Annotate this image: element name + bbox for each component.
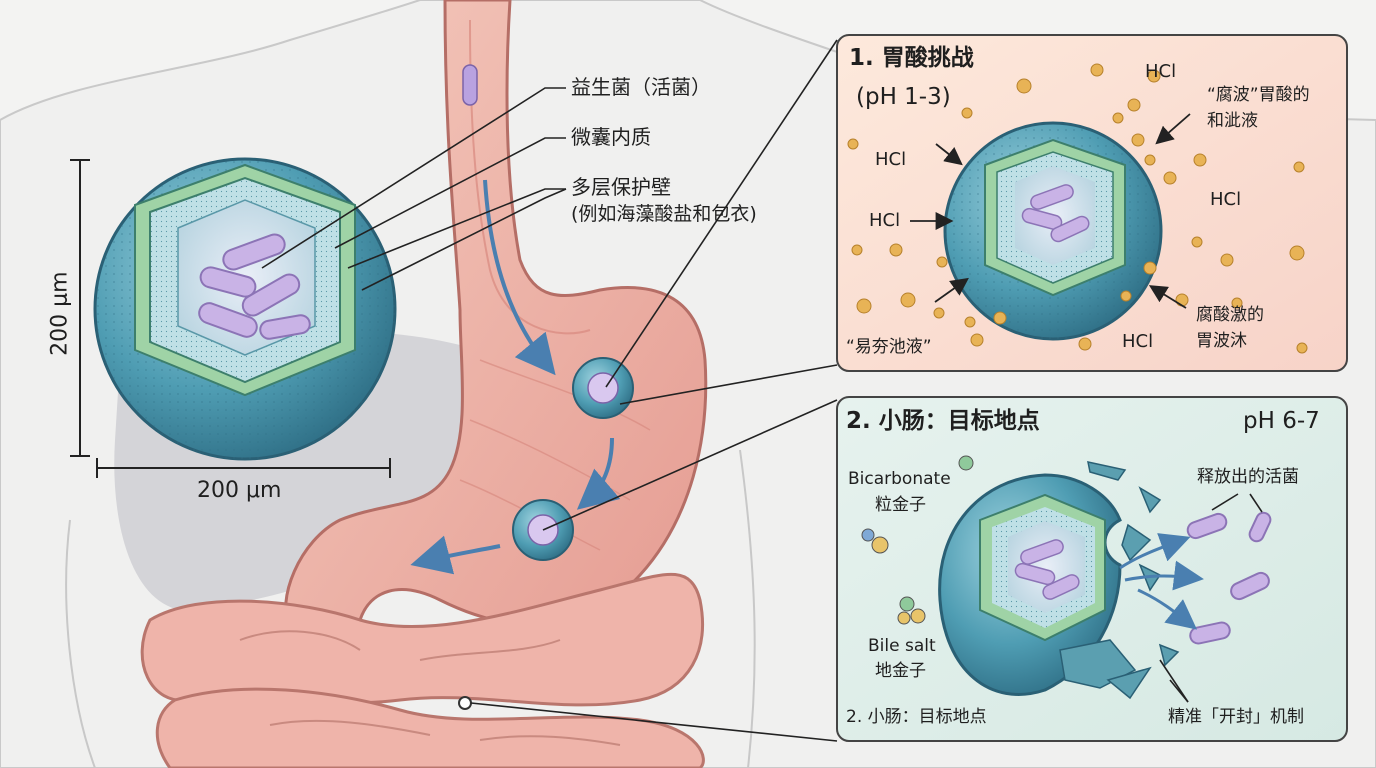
label-wall-title: 多层保护壁 <box>571 175 671 199</box>
intestines <box>140 572 705 768</box>
intestine-panel-ph: pH 6-7 <box>1243 408 1320 434</box>
capsule-cutaway <box>93 157 397 461</box>
acid-annotation-bottom-right-1: 腐酸激的 <box>1196 305 1264 325</box>
dimension-lines <box>70 159 391 478</box>
bicarbonate-sublabel: 粒金子 <box>875 495 926 515</box>
acid-panel-ph: (pH 1-3) <box>856 84 951 110</box>
bile-salt-label: Bile salt <box>868 636 936 656</box>
acid-panel-title: 1. 胃酸挑战 <box>849 45 974 71</box>
acid-panel <box>836 34 1348 372</box>
acid-annotation-bottom-left: “易夯池液” <box>846 337 932 357</box>
intestine-panel <box>836 396 1348 742</box>
bile-salt-sublabel: 地金子 <box>875 661 926 681</box>
flow-arrow-icon <box>410 179 621 575</box>
label-probiotic: 益生菌（活菌） <box>571 75 711 99</box>
label-leader-lines <box>261 87 567 291</box>
intestine-footer-left: 2. 小肠：目标地点 <box>846 707 987 727</box>
acid-annotation-top-right-1: “腐波”胃酸的 <box>1207 85 1310 105</box>
bicarbonate-label: Bicarbonate <box>848 469 951 489</box>
label-wall-example: (例如海藻酸盐和包衣) <box>571 203 757 225</box>
bacteria-icon <box>198 233 311 340</box>
acid-particle-icon <box>847 63 1308 354</box>
hcl-label: HCl <box>1122 331 1154 352</box>
released-bacteria-label: 释放出的活菌 <box>1197 467 1299 487</box>
intestine-panel-title: 2. 小肠：目标地点 <box>846 408 1040 434</box>
label-core: 微囊内质 <box>571 125 651 149</box>
callout-lines <box>470 39 838 742</box>
hcl-label: HCl <box>1210 189 1242 210</box>
acid-annotation-bottom-right-2: 胃波沐 <box>1196 331 1247 351</box>
hcl-label: HCl <box>1145 61 1177 82</box>
dimension-vertical: 200 μm <box>47 271 73 356</box>
hcl-label: HCl <box>875 149 907 170</box>
hcl-label: HCl <box>869 210 901 231</box>
intestine-footer-right: 精准「开封」机制 <box>1168 707 1304 727</box>
dimension-horizontal: 200 μm <box>197 478 282 503</box>
acid-annotation-top-right-2: 和泚液 <box>1207 111 1258 131</box>
intestine-target-marker <box>458 696 472 710</box>
